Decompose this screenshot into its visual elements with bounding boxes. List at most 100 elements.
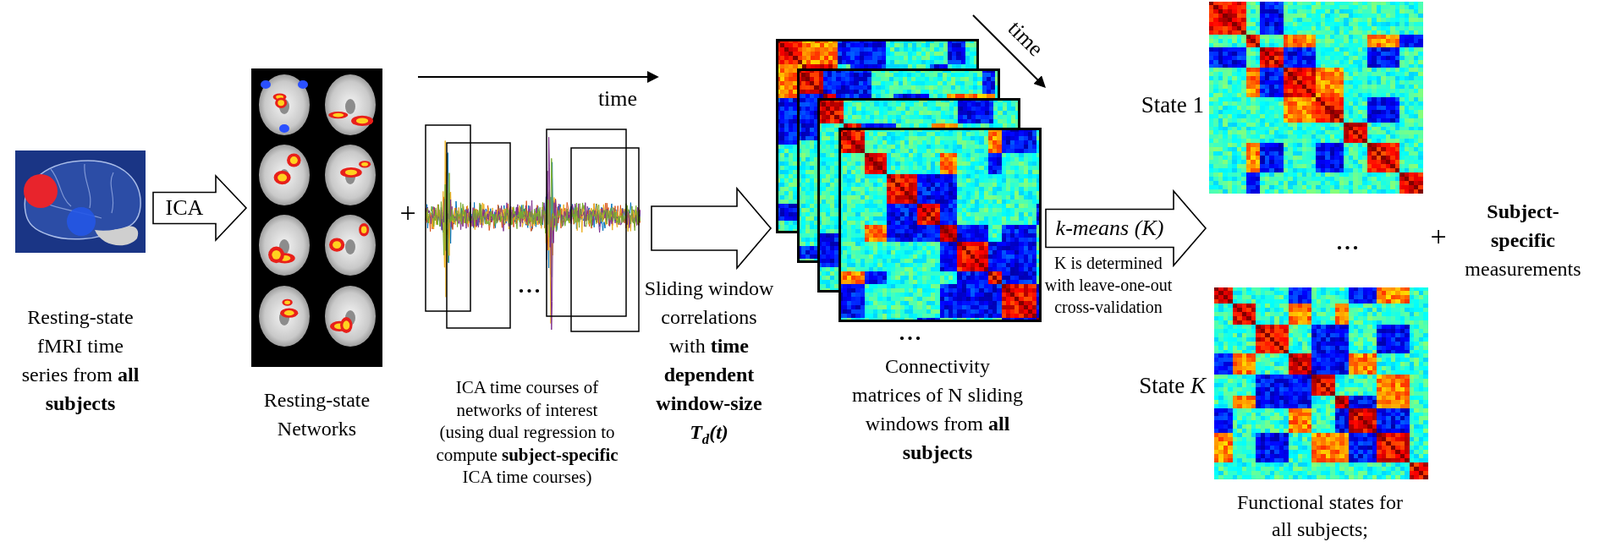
connectivity-stack-panel: Connectivity matrices of N sliding windo… [775,38,1042,471]
activation-core [356,118,369,125]
time-course-panel: ICA time courses of networks of interest… [416,125,647,494]
brain-slices [258,74,376,347]
brain-slice [258,144,310,206]
activation-blob [268,247,285,264]
step-description: Sliding window correlations with time de… [641,274,777,455]
slice-outline [258,214,310,276]
brain-slice [324,144,376,206]
activation-blob [358,160,371,168]
activation-blob [328,111,348,119]
blue-region [66,207,96,237]
activation-blob [358,223,369,237]
cross-validation-note: K is determined with leave-one-out cross… [1039,252,1177,319]
activation-core [361,162,369,167]
activation-core [277,99,285,106]
activation-blob [340,167,363,178]
activation-core [284,310,295,316]
slice-outline [258,144,310,206]
block-arrow [153,175,247,241]
activation-core [342,320,350,330]
activation-blob [281,299,292,307]
brain-background [15,150,146,253]
ica-time-course [425,140,641,324]
brain-illustration [15,150,146,253]
sliding-windows [425,125,639,332]
ellipsis: ... [1336,231,1362,254]
ica-time-course [425,158,641,262]
time-series [425,137,641,330]
cerebellum [94,226,138,247]
slice-outline [258,285,310,347]
connectivity-matrix [1209,1,1424,194]
fmri-brain-panel: Resting-state fMRI time series from all … [12,150,149,422]
time-arrow [417,76,657,78]
slice-ventricle [345,239,356,255]
brain-slice [258,214,310,276]
ellipsis: ... [899,322,924,345]
brain-slice [258,74,310,136]
network-maps-panel: Resting-state Networks [251,68,383,447]
caption: Connectivity matrices of N sliding windo… [846,351,1029,468]
time-axis-label: time [598,87,638,110]
slice-outline [324,144,376,206]
network-maps-background [251,68,383,368]
caption: Resting-state Networks [251,385,383,444]
arrow-label: ICA [164,197,206,220]
activation-blob [274,170,292,185]
activation-core [332,113,344,118]
caption: Resting-state fMRI time series from all … [12,302,149,418]
activation-core [271,250,281,260]
activation-blob [286,153,301,167]
output-description: Subject-specific measurements [1459,197,1587,284]
activation-blob [351,115,374,127]
deactivation-blob [297,80,308,89]
arrow-label: k-means (K) [1054,217,1166,240]
label-anchor: Sliding window correlations with time de… [641,274,777,455]
deactivation-blob [279,124,290,133]
time-axis-label: time [1003,16,1047,61]
window-frame [446,142,511,329]
activation-blob [274,97,287,109]
slice-ventricle [345,98,356,115]
label-anchor: K is determined with leave-one-out cross… [1039,252,1177,319]
brain-slice [324,74,376,136]
state-label: State K [1126,372,1206,400]
activation-core [277,174,287,182]
window-frame [546,129,627,317]
window-frame [571,148,639,332]
activation-blob [329,238,345,253]
window-frame [425,125,471,312]
activation-core [345,170,358,176]
state-label: State 1 [1124,91,1205,119]
slice-outline [324,214,376,276]
slice-outline [324,74,376,136]
brain-slice [324,285,376,347]
plus-sign: + [1429,222,1447,252]
functional-states-group: Functional states for all subjects; State… [1209,0,1431,552]
slice-outline [258,74,310,136]
activation-blob [280,308,298,319]
activation-core [332,241,341,249]
caption: ICA time courses of networks of interest… [416,376,638,490]
ica-time-course [425,137,641,330]
label-anchor: Subject-specific measurements [1459,197,1587,284]
brain-slice [258,285,310,347]
activation-blob [340,317,352,334]
connectivity-matrix [1214,287,1429,480]
block-arrow [651,188,771,269]
plus-sign: + [399,198,416,228]
activation-core [290,156,298,165]
deactivation-blob [260,80,271,89]
state-matrix: State 1 [1209,1,1424,194]
connectivity-matrix [838,127,1042,323]
ellipsis: ... [518,274,544,297]
slice-outline [324,285,376,347]
activation-core [361,226,368,234]
state-matrix: State K [1214,287,1429,480]
brain-slice [324,214,376,276]
caption: Functional states for all subjects; [1209,489,1431,544]
activation-core [284,301,291,305]
